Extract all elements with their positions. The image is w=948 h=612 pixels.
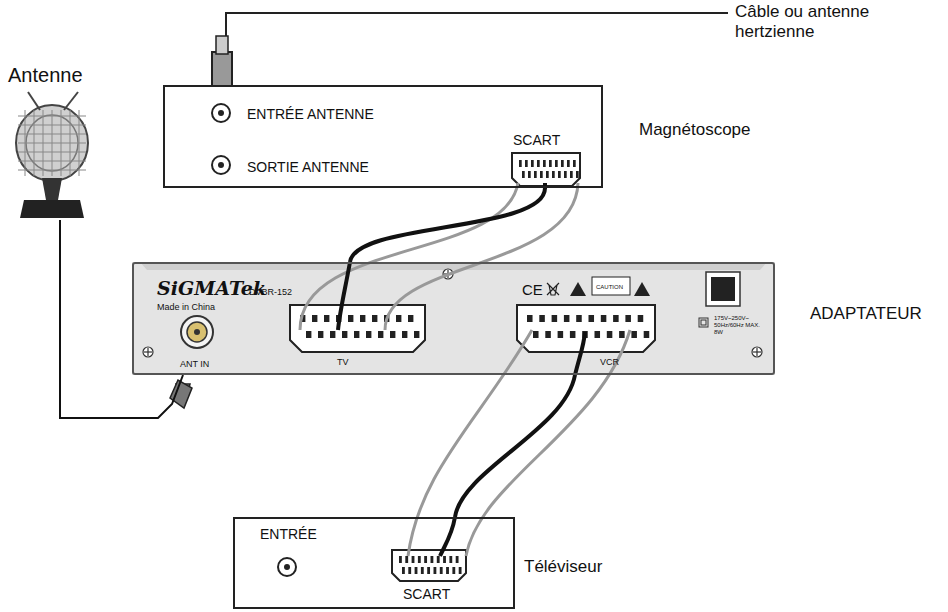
screw — [143, 269, 762, 357]
device-heading: ADAPTATEUR — [810, 304, 922, 324]
antenna: Antenne — [8, 62, 98, 220]
cable — [60, 220, 183, 418]
rf-plug — [212, 52, 232, 86]
weee-symbol — [547, 283, 559, 295]
class2-symbol — [701, 320, 706, 325]
origin-label: Made in China — [157, 302, 215, 312]
cable-strand — [300, 183, 630, 556]
tv-box: TéléviseurENTRÉESCART — [233, 517, 515, 609]
power-socket — [711, 277, 735, 301]
ce-mark: CE — [522, 281, 543, 298]
power-rating: 175V~250V~ 50Hz/60Hz MAX. 8W — [714, 315, 766, 336]
rf-plug — [170, 380, 192, 408]
adapter-panel: ADAPTATEURSiGMATekDVBR-152Made in ChinaA… — [132, 262, 775, 375]
port-label: SCART — [403, 586, 450, 602]
port-label: ENTRÉE ANTENNE — [247, 106, 374, 122]
port-label: TV — [337, 357, 349, 367]
device-heading: Téléviseur — [524, 557, 602, 577]
ant-in-connector — [181, 316, 213, 348]
rf-plug — [216, 36, 228, 54]
cable — [350, 188, 545, 262]
antenna-picture — [16, 92, 88, 218]
cable — [455, 375, 575, 517]
caution-label: CAUTION — [596, 284, 623, 291]
port-label: SCART — [513, 132, 560, 148]
scart-pins — [300, 160, 649, 574]
warning-symbol — [570, 282, 586, 296]
device-heading: Antenne — [8, 64, 83, 87]
caution-label — [592, 277, 630, 295]
source-label: Câble ou antenne hertzienne — [735, 2, 925, 41]
port-label: ENTRÉE — [260, 526, 317, 542]
cable-core — [338, 183, 585, 556]
port-label: ANT IN — [180, 359, 209, 369]
warning-symbol — [634, 282, 650, 296]
model-number: DVBR-152 — [249, 287, 292, 297]
port-label: VCR — [600, 357, 619, 367]
adapter-panel — [132, 262, 775, 375]
port-label: SORTIE ANTENNE — [247, 159, 369, 175]
incoming-cable — [226, 13, 728, 52]
device-heading: Magnétoscope — [639, 120, 751, 140]
power-socket — [706, 272, 740, 306]
class2-symbol — [699, 318, 708, 327]
vcr-box: MagnétoscopeENTRÉE ANTENNESORTIE ANTENNE… — [163, 85, 603, 188]
